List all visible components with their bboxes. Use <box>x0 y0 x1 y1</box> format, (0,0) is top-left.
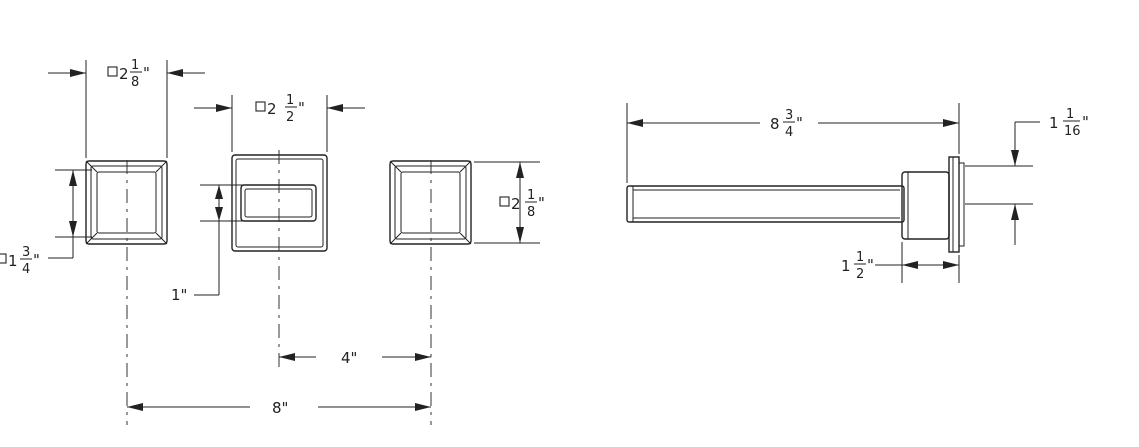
dimension-handle-width: 2 1 8 " <box>48 58 205 158</box>
dim-whole: 1 <box>1049 114 1059 132</box>
dim-whole: 1 <box>841 257 851 275</box>
dim-label: 4" <box>341 349 357 367</box>
dim-denominator: 2 <box>286 110 294 125</box>
dim-numerator: 1 <box>856 250 864 265</box>
dim-denominator: 2 <box>856 267 864 282</box>
dim-unit: " <box>33 251 40 269</box>
dim-unit: " <box>1082 113 1089 131</box>
dim-denominator: 4 <box>22 262 30 277</box>
dim-numerator: 1 <box>286 93 294 108</box>
dim-label: 8" <box>272 399 288 417</box>
dimension-inner-square: 1 3 4 " <box>0 169 92 277</box>
dim-numerator: 1 <box>1066 107 1074 122</box>
dim-unit: " <box>298 99 305 117</box>
dimension-base-depth: 1 1 2 " <box>841 242 960 283</box>
dim-numerator: 1 <box>527 188 535 203</box>
dimension-center-spacing: 4" <box>279 349 431 367</box>
dim-denominator: 16 <box>1064 124 1081 139</box>
dim-whole: 2 <box>511 195 521 213</box>
dimension-overall-spread: 8" <box>127 399 431 417</box>
dim-whole: 2 <box>267 100 277 118</box>
dim-denominator: 4 <box>785 125 793 140</box>
dim-numerator: 3 <box>785 108 793 123</box>
dim-label: 1" <box>171 286 187 304</box>
dim-denominator: 8 <box>527 205 535 220</box>
dimension-spout-opening: 1" <box>171 184 243 304</box>
dim-unit: " <box>867 256 874 274</box>
spout-escutcheon-front <box>231 154 328 252</box>
dim-unit: " <box>538 194 545 212</box>
dim-numerator: 3 <box>22 245 30 260</box>
dim-whole: 8 <box>770 115 780 133</box>
spout-side-view <box>626 156 965 253</box>
dimension-escutcheon-height: 1 1 16 " <box>965 107 1089 245</box>
dim-whole: 1 <box>8 252 18 270</box>
dim-numerator: 1 <box>131 58 139 73</box>
dimension-handle-height: 2 1 8 " <box>474 161 545 244</box>
dimension-spout-length: 8 3 4 " <box>626 103 960 183</box>
dim-whole: 2 <box>119 65 129 83</box>
dim-denominator: 8 <box>131 75 139 90</box>
dim-unit: " <box>796 114 803 132</box>
dimension-spout-width: 2 1 2 " <box>194 93 365 152</box>
dim-unit: " <box>143 64 150 82</box>
